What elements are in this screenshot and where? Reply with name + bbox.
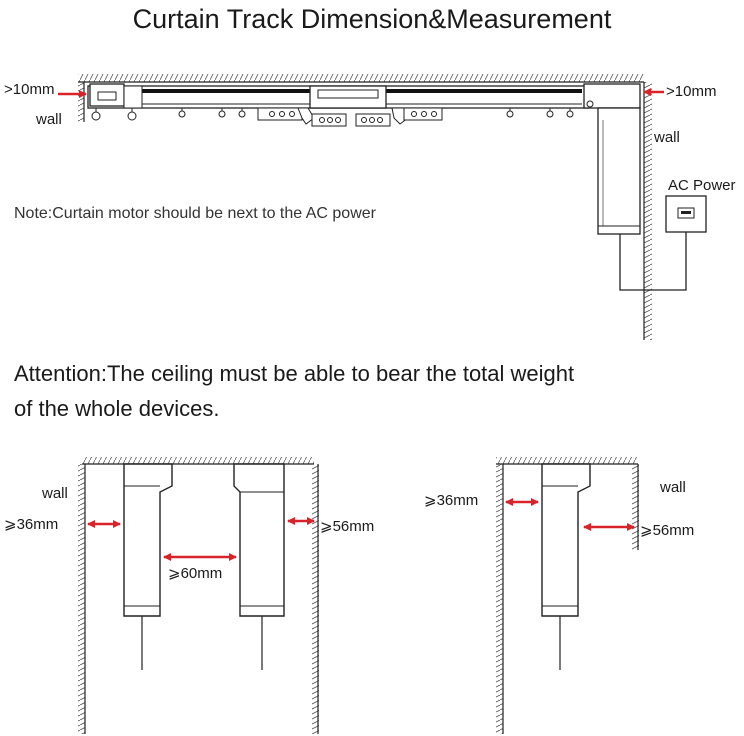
left-gap-label: ⩾36mm: [424, 492, 478, 509]
attention-line-2: of the whole devices.: [14, 396, 219, 421]
right-gap-label: ⩾56mm: [640, 522, 694, 539]
left-gap-label: >10mm: [4, 81, 54, 98]
left-wall-label: wall: [35, 111, 62, 128]
left-wall-hatch: [78, 82, 84, 122]
track-carriers: [257, 107, 443, 127]
curtain-motor: [597, 107, 641, 235]
curtain-hooks: [91, 108, 574, 121]
page-title: Curtain Track Dimension&Measurement: [133, 4, 612, 34]
power-cable: [619, 228, 687, 291]
motor: [541, 463, 591, 617]
right-gap-label: ⩾56mm: [320, 518, 374, 535]
motor-left: [123, 463, 173, 617]
right-wall-label: wall: [653, 129, 680, 146]
bottom-left-diagram: wall ⩾36mm ⩾60mm ⩾56mm: [4, 457, 374, 734]
motor-right: [233, 463, 285, 617]
ac-power-label: AC Power: [668, 177, 736, 194]
bottom-right-diagram: wall ⩾36mm ⩾56mm: [424, 457, 694, 734]
motor-note: Note:Curtain motor should be next to the…: [14, 205, 377, 222]
right-wall-hatch: [644, 82, 652, 340]
top-track-diagram: >10mm >10mm wall wall AC Power Note:Curt…: [4, 74, 736, 340]
right-gap-label: >10mm: [666, 83, 716, 100]
wall-label: wall: [659, 479, 686, 496]
between-gap-label: ⩾60mm: [168, 565, 222, 582]
attention-line-1: Attention:The ceiling must be able to be…: [14, 361, 574, 386]
left-gap-label: ⩾36mm: [4, 516, 58, 533]
wall-label: wall: [41, 485, 68, 502]
ceiling-hatch: [78, 74, 644, 82]
